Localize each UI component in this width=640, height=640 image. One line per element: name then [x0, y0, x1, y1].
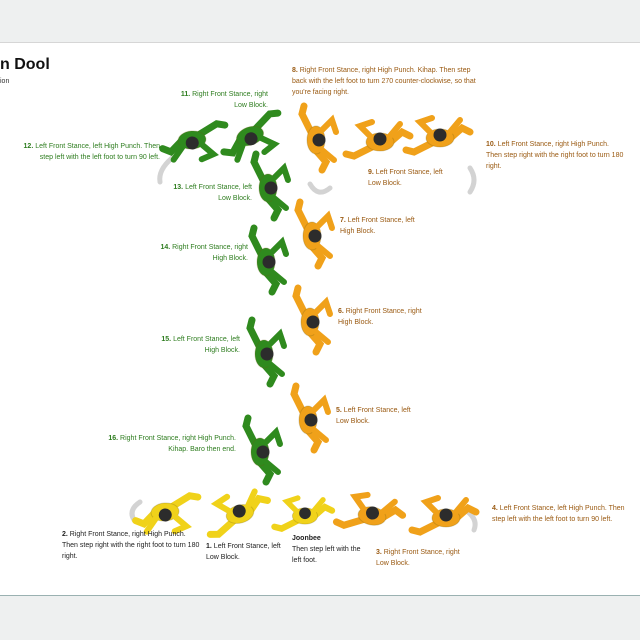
step-label-7: 7. Left Front Stance, left High Block.	[340, 216, 422, 238]
turn-arrow-step-10	[470, 168, 474, 192]
step-label-16: 16. Right Front Stance, right High Punch…	[108, 434, 236, 456]
arm-shape	[266, 432, 280, 444]
step-label-8: 8. Right Front Stance, right High Punch.…	[292, 66, 482, 99]
step-label-14: 14. Right Front Stance, right High Block…	[160, 243, 248, 265]
arm-shape	[200, 144, 213, 159]
step-label-15: 15. Left Front Stance, left High Block.	[158, 335, 240, 357]
arm-shape	[360, 122, 372, 136]
figure-step-2	[134, 495, 201, 534]
step-label-1: 1. Left Front Stance, left Low Block.	[206, 542, 288, 564]
figure-step-16	[246, 418, 280, 482]
arm-shape	[316, 302, 330, 314]
figure-joonbee	[274, 498, 332, 529]
head-shape	[434, 129, 447, 142]
figure-step-1	[202, 487, 273, 536]
arm-shape	[420, 118, 432, 132]
arm-shape	[272, 242, 286, 254]
arm-shape	[353, 493, 367, 509]
head-shape	[307, 316, 320, 329]
head-shape	[261, 348, 274, 361]
step-label-9: 9. Left Front Stance, left Low Block.	[368, 168, 448, 190]
arm-shape	[270, 334, 284, 346]
figure-step-13	[254, 154, 288, 218]
step-label-11: 11. Right Front Stance, right Low Block.	[178, 90, 268, 112]
step-label-3: 3. Right Front Stance, right Low Block.	[376, 548, 462, 570]
head-shape	[299, 507, 311, 519]
head-shape	[305, 414, 318, 427]
figure-step-4	[412, 498, 476, 532]
step-label-10: 10. Left Front Stance, right High Punch.…	[486, 140, 626, 173]
step-label-6: 6. Right Front Stance, right High Block.	[338, 307, 424, 329]
step-label-12: 12. Left Front Stance, left High Punch. …	[20, 142, 160, 164]
arm-shape	[314, 400, 328, 412]
step-label-4: 4. Left Front Stance, left High Punch. T…	[492, 504, 632, 526]
head-shape	[374, 133, 387, 146]
arm-shape	[426, 498, 438, 512]
step-label-5: 5. Left Front Stance, left Low Block.	[336, 406, 418, 428]
arm-shape	[173, 516, 186, 531]
arm-shape	[318, 216, 332, 228]
figure-step-7	[298, 202, 332, 266]
head-shape	[440, 509, 453, 522]
figure-step-6	[296, 288, 330, 352]
figure-step-3	[336, 490, 405, 535]
turn-arrow-step-12	[160, 158, 172, 182]
head-shape	[313, 134, 326, 147]
step-label-2: 2. Right Front Stance, right High Punch.…	[62, 530, 202, 563]
arm-shape	[322, 120, 336, 132]
arm-shape	[216, 497, 231, 514]
step-label-13: 13. Left Front Stance, left Low Block.	[168, 183, 252, 205]
figure-step-14	[252, 228, 286, 292]
head-shape	[309, 230, 322, 243]
arm-shape	[260, 135, 276, 152]
arm-shape	[274, 168, 288, 180]
figure-step-15	[250, 320, 284, 384]
head-shape	[263, 256, 276, 269]
figure-step-9	[346, 122, 410, 156]
figure-step-10	[406, 118, 470, 152]
figure-step-8	[302, 106, 336, 170]
head-shape	[257, 446, 270, 459]
arm-shape	[287, 498, 298, 511]
head-shape	[265, 182, 278, 195]
figure-step-5	[294, 386, 328, 450]
turn-arrow-step-8	[310, 184, 330, 192]
